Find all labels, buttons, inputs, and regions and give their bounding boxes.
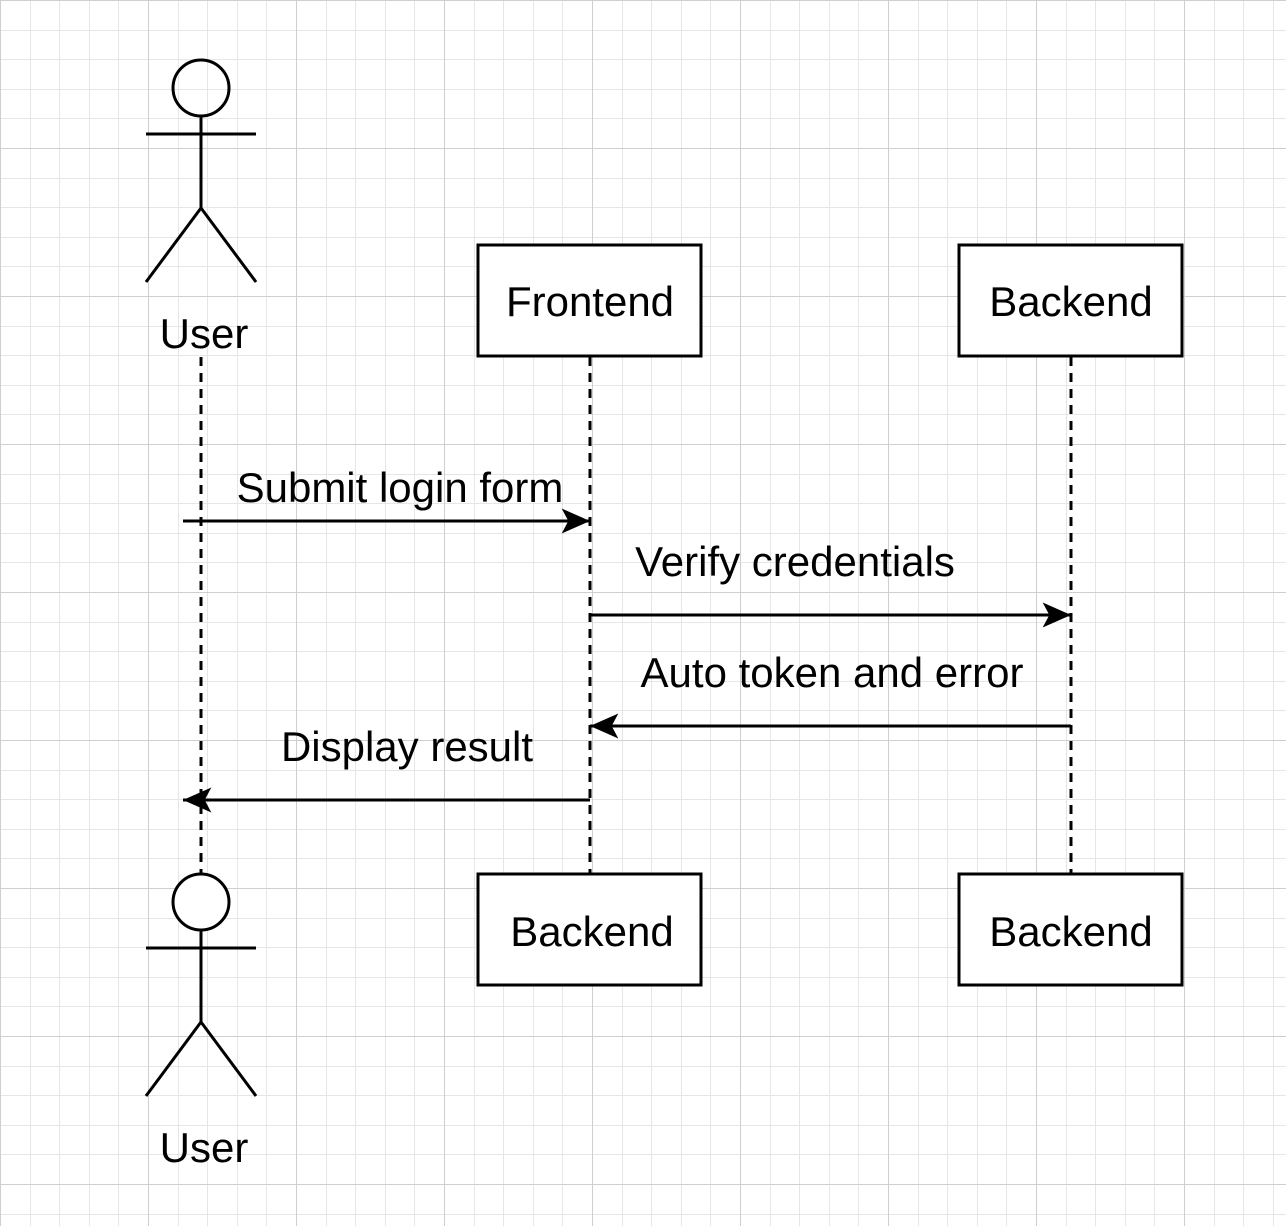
participant-box xyxy=(957,872,1184,987)
message-label-4: Display result xyxy=(281,723,533,770)
participant-box xyxy=(476,872,703,987)
participant-user-top-label: User xyxy=(160,310,249,357)
message-label-2: Verify credentials xyxy=(635,538,955,585)
stick-figure-icon xyxy=(144,872,258,1097)
participant-backend-top[interactable]: Backend xyxy=(957,243,1184,358)
message-label-1: Submit login form xyxy=(237,464,564,511)
participant-frontend-top-label: Frontend xyxy=(506,278,674,325)
messages xyxy=(182,508,1071,813)
participant-backend-bottom[interactable]: Backend xyxy=(957,872,1184,987)
participant-frontend-top[interactable]: Frontend xyxy=(476,243,703,358)
participant-frontend-bottom-label: Backend xyxy=(510,908,673,955)
participant-user-bottom-label: User xyxy=(160,1124,249,1171)
message-label-3: Auto token and error xyxy=(641,649,1024,696)
participant-backend-top-label: Backend xyxy=(989,278,1152,325)
participant-user-top[interactable]: User xyxy=(144,58,258,357)
participant-frontend-bottom[interactable]: Backend xyxy=(476,872,703,987)
stick-figure-icon xyxy=(144,58,258,283)
participant-box xyxy=(957,243,1184,358)
participant-box xyxy=(476,243,703,358)
participant-user-bottom[interactable]: User xyxy=(144,872,258,1171)
participant-backend-bottom-label: Backend xyxy=(989,908,1152,955)
